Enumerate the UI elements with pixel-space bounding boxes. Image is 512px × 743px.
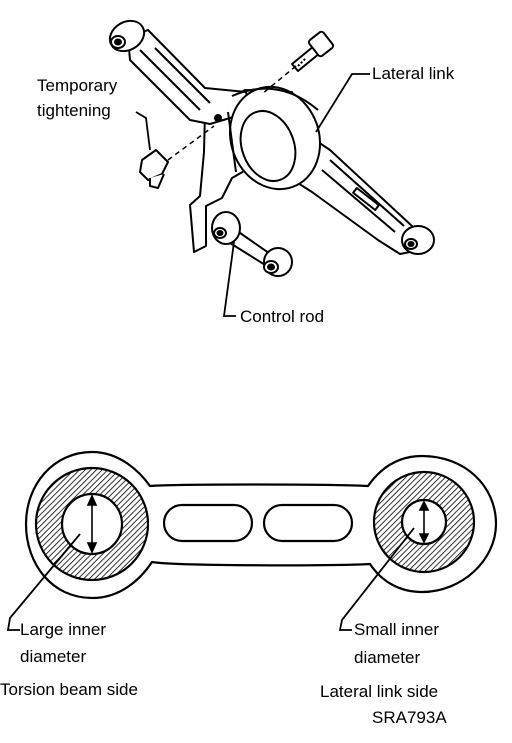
label-lateral-side: Lateral link side (320, 682, 439, 701)
label-torsion-side: Torsion beam side (0, 680, 138, 699)
link-arm-left (127, 29, 251, 125)
label-temporary-line1: Temporary (37, 76, 118, 95)
label-large-diameter: diameter (20, 647, 87, 666)
leader-control-rod (222, 241, 236, 317)
leaders-lower (6, 527, 415, 631)
label-large-inner: Large inner (20, 620, 107, 639)
leader-temporary (135, 111, 151, 151)
dimension-arrows (86, 494, 430, 554)
slot-right (262, 503, 354, 543)
leaders-upper (135, 73, 370, 317)
leader-large-diameter (6, 533, 81, 631)
lateral-link-assembly (108, 19, 435, 277)
label-small-diameter: diameter (354, 648, 421, 667)
slot-left (162, 503, 254, 543)
leader-lateral-link (315, 73, 370, 133)
label-control-rod: Control rod (240, 307, 325, 326)
link-plan-view (24, 450, 498, 600)
label-small-inner: Small inner (354, 620, 440, 639)
leader-small-diameter (338, 527, 415, 631)
label-temporary-line2: tightening (37, 101, 111, 120)
label-lateral-link: Lateral link (372, 64, 455, 83)
bolt-upper (291, 30, 335, 72)
figure-code: SRA793A (372, 708, 447, 727)
link-body-outline (24, 450, 498, 600)
nut-temporary (139, 149, 169, 189)
control-rod (211, 211, 293, 277)
